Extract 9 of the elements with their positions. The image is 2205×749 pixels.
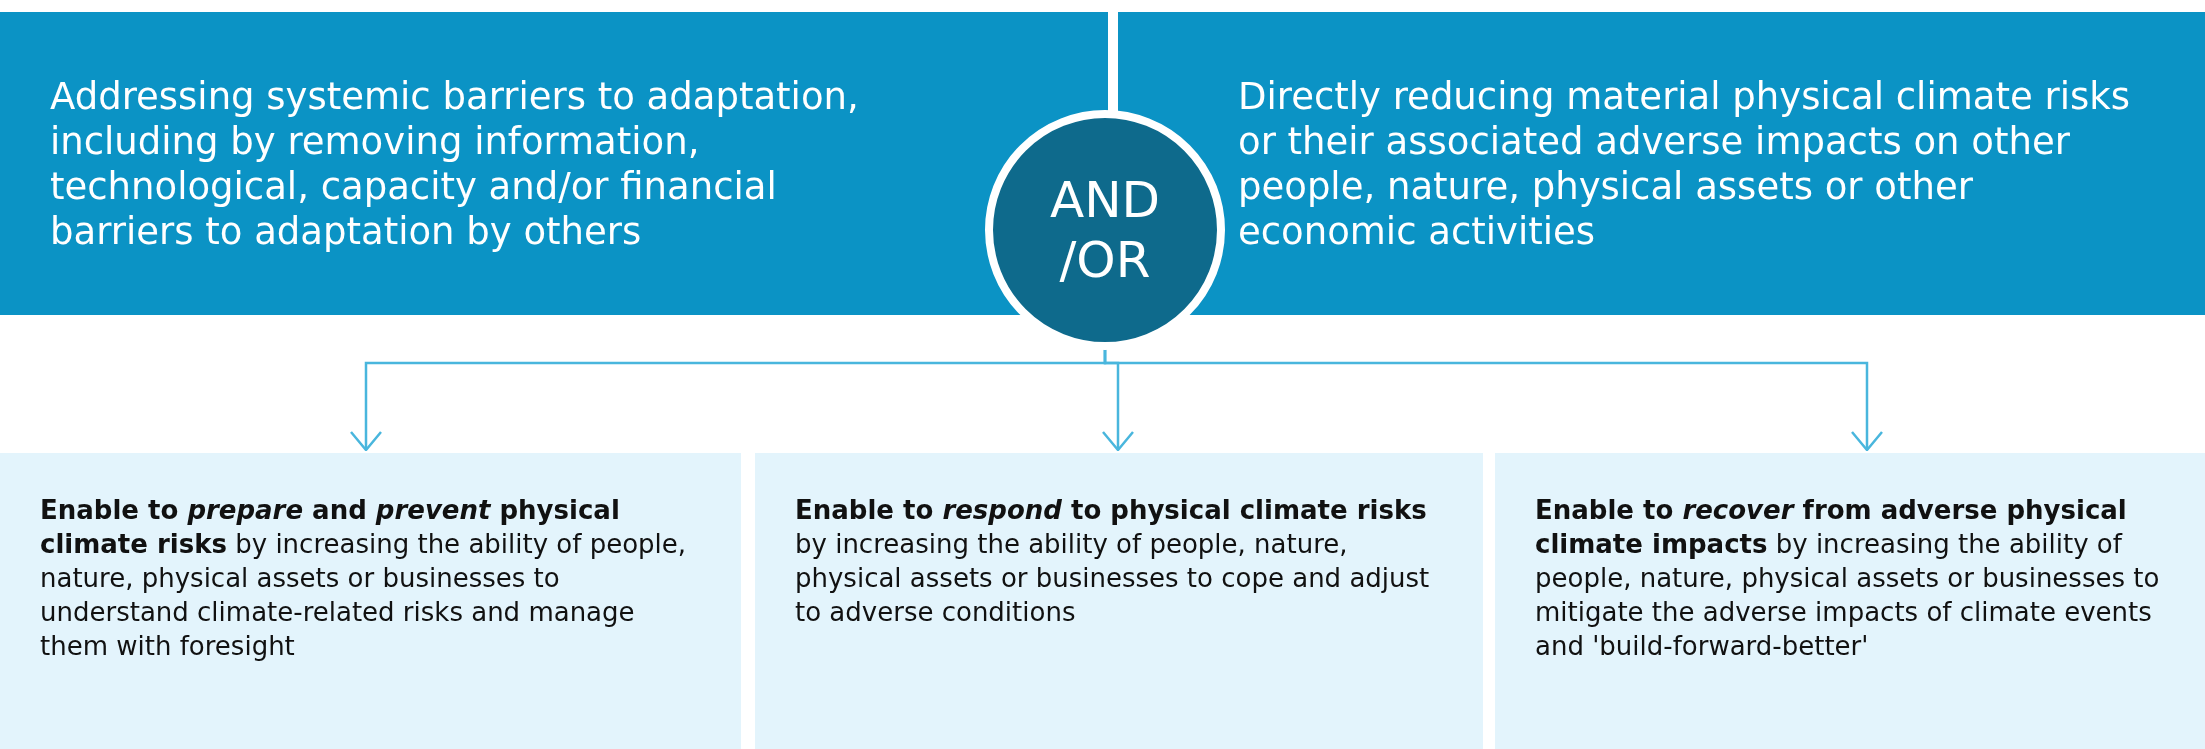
description-text: Directly reducing material physical climate risks or their associated adverse impacts on other people, nature, physical assets or other economic activities [1238,73,2131,254]
text-card [1495,453,2205,749]
description-text: Enable to recover from adverse physical climate impacts by increasing the ability of people, nature, physical assets or businesses to mitigate the adverse impacts of climate events and 'build-forward-better' [1535,494,2161,663]
description-text: Addressing systemic barriers to adaptation, including by removing information, technological, capacity and/or financial barriers to adaptation by others [50,73,860,254]
description-text: Enable to respond to physical climate risks by increasing the ability of people, nature, physical assets or businesses to cope and adjust to adverse conditions [795,494,1431,629]
text-card [755,453,1483,749]
description-text: Enable to prepare and prevent physical climate risks by increasing the ability of people, nature, physical assets or businesses to understand climate-related risks and manage them with foresight [40,494,688,663]
connector-word: AND /OR [1048,170,1162,290]
text-card [0,453,741,749]
